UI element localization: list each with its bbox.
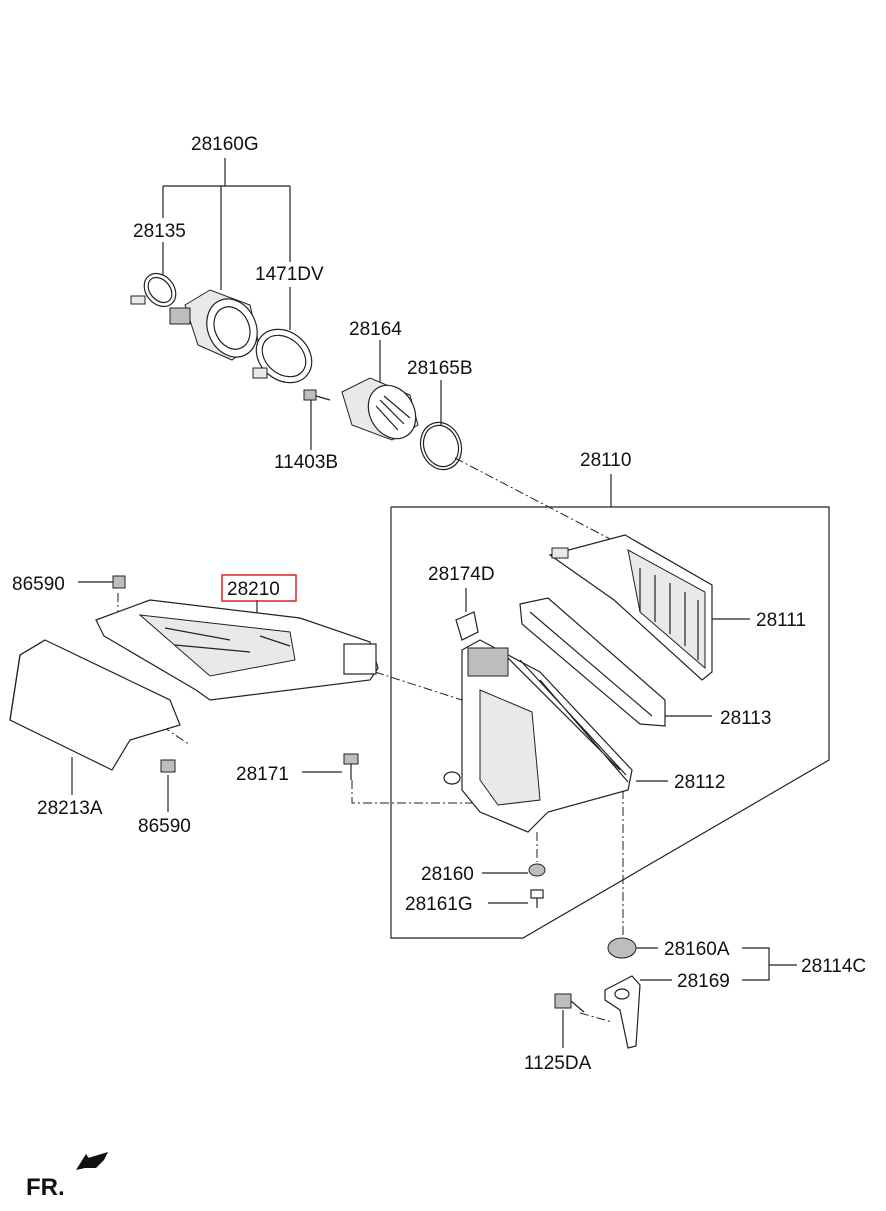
label-11403B[interactable]: 11403B bbox=[274, 452, 338, 473]
cover-28111 bbox=[548, 534, 713, 681]
bracket-28169 bbox=[604, 975, 641, 1049]
label-28112[interactable]: 28112 bbox=[674, 772, 725, 793]
orientation-label: FR. bbox=[26, 1174, 65, 1201]
label-28113[interactable]: 28113 bbox=[720, 708, 771, 729]
label-86590-bottom[interactable]: 86590 bbox=[138, 816, 191, 837]
label-28110[interactable]: 28110 bbox=[580, 450, 631, 471]
label-28210[interactable]: 28210 bbox=[227, 579, 280, 600]
clip-28174D bbox=[455, 611, 479, 641]
label-28160G[interactable]: 28160G bbox=[191, 134, 259, 155]
front-arrow-head-icon bbox=[76, 1154, 94, 1170]
label-28213A[interactable]: 28213A bbox=[37, 798, 103, 819]
nut-86590-top bbox=[112, 575, 126, 589]
sensor-adapter-28164 bbox=[341, 377, 419, 441]
bolt-11403B bbox=[303, 389, 331, 401]
intake-duct-28210 bbox=[95, 599, 379, 701]
grommet-28160 bbox=[528, 863, 546, 877]
cover-28213A bbox=[9, 639, 181, 771]
air-flow-sensor-body bbox=[169, 289, 259, 361]
case-28112 bbox=[443, 639, 633, 833]
label-28114C[interactable]: 28114C bbox=[801, 956, 866, 977]
label-28174D[interactable]: 28174D bbox=[428, 564, 495, 585]
label-28160A[interactable]: 28160A bbox=[664, 939, 730, 960]
label-28169[interactable]: 28169 bbox=[677, 971, 730, 992]
label-28165B[interactable]: 28165B bbox=[407, 358, 473, 379]
label-86590-top[interactable]: 86590 bbox=[12, 574, 65, 595]
label-1125DA[interactable]: 1125DA bbox=[524, 1053, 592, 1074]
label-28171[interactable]: 28171 bbox=[236, 764, 289, 785]
part-labels[interactable]: 28160G 28135 1471DV 28164 28165B 11403B … bbox=[12, 134, 866, 1074]
filter-element-28113 bbox=[519, 597, 666, 727]
bolt-28171 bbox=[343, 753, 359, 780]
highlight-box bbox=[221, 574, 297, 602]
nut-86590-bottom bbox=[160, 759, 176, 773]
label-28111[interactable]: 28111 bbox=[756, 610, 806, 631]
label-1471DV[interactable]: 1471DV bbox=[255, 264, 324, 285]
pin-28161G bbox=[530, 889, 544, 908]
bolt-1125DA bbox=[554, 993, 585, 1013]
label-28160[interactable]: 28160 bbox=[421, 864, 474, 885]
label-28135[interactable]: 28135 bbox=[133, 221, 186, 242]
label-28164[interactable]: 28164 bbox=[349, 319, 402, 340]
hose-clamp-28135 bbox=[130, 272, 177, 308]
grommet-28160A bbox=[607, 937, 637, 959]
hose-clamp-1471DV bbox=[252, 328, 313, 384]
label-28161G[interactable]: 28161G bbox=[405, 894, 473, 915]
o-ring-28165B bbox=[419, 421, 463, 471]
